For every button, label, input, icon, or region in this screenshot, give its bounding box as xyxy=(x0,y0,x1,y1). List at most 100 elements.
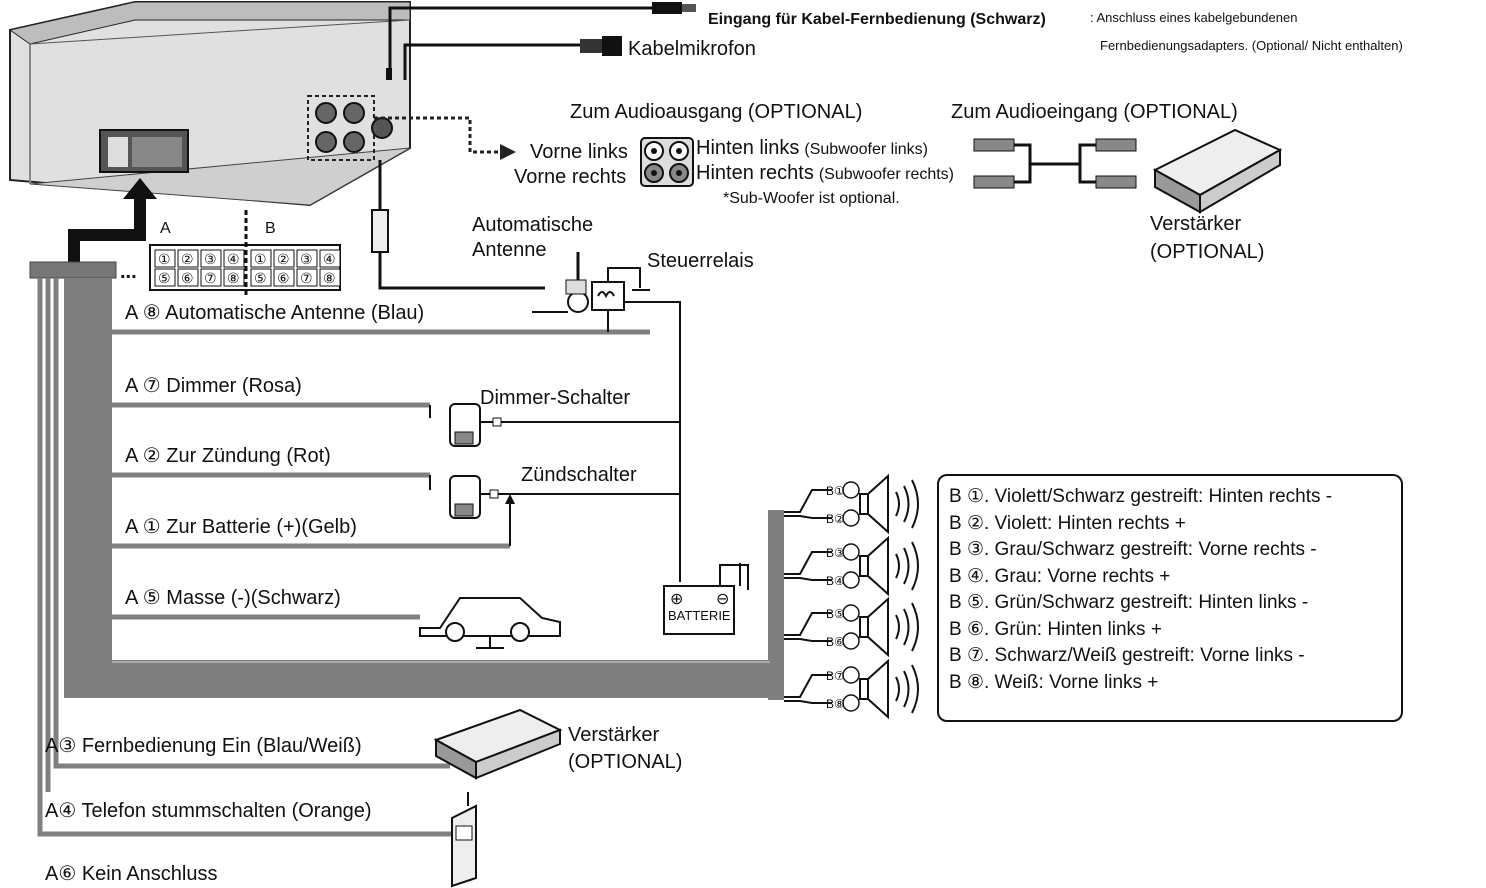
speaker-pin-label: B⑥ xyxy=(826,635,845,649)
harness-connector-bar xyxy=(29,261,117,279)
connector-pin-cell xyxy=(296,249,318,268)
audio-out-title: Zum Audioausgang (OPTIONAL) xyxy=(570,101,862,123)
connector-label-a: A xyxy=(160,220,171,237)
connector-pin-label: ③ xyxy=(204,251,217,267)
wire-a4-label: A④ Telefon stummschalten (Orange) xyxy=(45,800,372,822)
connector-pin-label: ⑧ xyxy=(227,270,240,286)
connector-pin-cell xyxy=(273,249,295,268)
antenna-plug xyxy=(371,209,389,253)
battery-plus: ⊕ xyxy=(670,591,683,608)
dimmer-switch-icon xyxy=(429,403,680,447)
mobile-phone-icon xyxy=(451,792,477,888)
legend-item: B ①. Violett/Schwarz gestreift: Hinten r… xyxy=(949,486,1333,507)
connector-pin-label: ⑥ xyxy=(181,270,194,286)
head-unit xyxy=(8,1,411,207)
amplifier-top-line2: (OPTIONAL) xyxy=(1150,241,1264,263)
speaker-icon: B⑤ B⑥ xyxy=(784,596,919,658)
audio-in-rca-cables xyxy=(973,138,1137,189)
connector-pin-cell xyxy=(223,268,245,287)
connector-dots: ... xyxy=(120,261,137,283)
legend-item: B ⑧. Weiß: Vorne links + xyxy=(949,671,1159,693)
wire-a5-label: A ⑤ Masse (-)(Schwarz) xyxy=(125,587,341,609)
connector-pin-cell xyxy=(319,249,341,268)
audio-out-dashed-arrow xyxy=(374,116,516,160)
connector-pin-label: ⑤ xyxy=(254,270,267,286)
speaker-wire-legend: B ①. Violett/Schwarz gestreift: Hinten r… xyxy=(937,474,1403,722)
wire-a2-label: A ② Zur Zündung (Rot) xyxy=(125,445,331,467)
connector-pin-cell xyxy=(177,249,199,268)
remote-input-cable xyxy=(388,2,696,70)
connector-pin-label: ⑤ xyxy=(158,270,171,286)
connector-pin-cell xyxy=(200,249,222,268)
dimmer-switch-label: Dimmer-Schalter xyxy=(480,387,630,409)
connector-pin-cell xyxy=(319,268,341,287)
audio-out-rear-left: Hinten links(Subwoofer links) xyxy=(696,137,928,159)
car-ground-icon xyxy=(419,597,561,649)
side-wires xyxy=(37,278,460,837)
amplifier-bottom-line2: (OPTIONAL) xyxy=(568,751,682,773)
connector-pin-cell xyxy=(296,268,318,287)
ignition-switch-icon xyxy=(429,475,680,546)
connector-pin-label: ⑦ xyxy=(300,270,313,286)
power-antenna-icon xyxy=(532,252,589,313)
legend-item: B ③. Grau/Schwarz gestreift: Vorne recht… xyxy=(949,539,1317,560)
speaker-icon: B⑦ B⑧ xyxy=(784,658,919,720)
audio-out-rear-right: Hinten rechts(Subwoofer rechts) xyxy=(696,162,954,184)
amplifier-top-icon xyxy=(1152,128,1283,214)
antenna-cable xyxy=(378,160,545,290)
connector-pin-label: ② xyxy=(181,251,194,267)
head-unit-rca-sockets xyxy=(307,95,393,161)
connector-pin-label: ③ xyxy=(300,251,313,267)
remote-input-title: Eingang für Kabel-Fernbedienung (Schwarz… xyxy=(708,11,1046,28)
relay-label: Steuerrelais xyxy=(647,250,754,272)
wired-mic-cable xyxy=(403,36,622,80)
speaker-pin-label: B④ xyxy=(826,574,845,588)
speaker-pin-label: B② xyxy=(826,512,845,526)
connector-pin-label: ⑥ xyxy=(277,270,290,286)
speaker-pin-label: B⑧ xyxy=(826,697,845,711)
wire-a7-label: A ⑦ Dimmer (Rosa) xyxy=(125,375,302,397)
audio-out-sub-note: *Sub-Woofer ist optional. xyxy=(723,190,900,207)
harness-arrow xyxy=(68,178,157,262)
connector-pin-label: ⑦ xyxy=(204,270,217,286)
legend-item: B ⑥. Grün: Hinten links + xyxy=(949,618,1162,640)
wired-mic-label: Kabelmikrofon xyxy=(628,38,756,60)
battery-minus: ⊖ xyxy=(716,591,729,608)
wire-branches xyxy=(112,329,650,620)
head-unit-iso-socket xyxy=(99,129,189,173)
connector-pin-label: ④ xyxy=(227,251,240,267)
connector-pin-label: ④ xyxy=(323,251,336,267)
connector-pin-cell xyxy=(154,268,176,287)
connector-pin-cell xyxy=(177,268,199,287)
amplifier-top-line1: Verstärker xyxy=(1150,213,1241,235)
legend-item: B ②. Violett: Hinten rechts + xyxy=(949,512,1186,534)
battery-icon xyxy=(663,563,749,635)
connector-pin-cell xyxy=(273,268,295,287)
connector-pin-label: ① xyxy=(158,251,171,267)
speaker-pin-label: B⑤ xyxy=(826,607,845,621)
connector-pin-cell xyxy=(250,268,272,287)
audio-out-rca-jacks xyxy=(640,137,694,187)
wire-a3-label: A③ Fernbedienung Ein (Blau/Weiß) xyxy=(45,735,362,757)
audio-in-title: Zum Audioeingang (OPTIONAL) xyxy=(951,101,1238,123)
speaker-pin-label: B⑦ xyxy=(826,669,845,683)
wire-a6-label: A⑥ Kein Anschluss xyxy=(45,863,217,885)
antenna-label-2: Antenne xyxy=(472,239,547,261)
connector-pin-cell xyxy=(223,249,245,268)
wire-a1-label: A ① Zur Batterie (+)(Gelb) xyxy=(125,516,357,538)
connector-pin-label: ② xyxy=(277,251,290,267)
legend-item: B ⑦. Schwarz/Weiß gestreift: Vorne links… xyxy=(949,645,1305,666)
wire-a8-label: A ⑧ Automatische Antenne (Blau) xyxy=(125,302,424,324)
connector-pin-label: ⑧ xyxy=(323,270,336,286)
antenna-label-1: Automatische xyxy=(472,214,593,236)
audio-out-front-left: Vorne links xyxy=(530,141,628,163)
remote-input-desc-2: Fernbedienungsadapters. (Optional/ Nicht… xyxy=(1100,38,1403,53)
connector-pin-cell xyxy=(200,268,222,287)
ignition-switch-label: Zündschalter xyxy=(521,464,637,486)
harness-bundle xyxy=(64,278,784,700)
